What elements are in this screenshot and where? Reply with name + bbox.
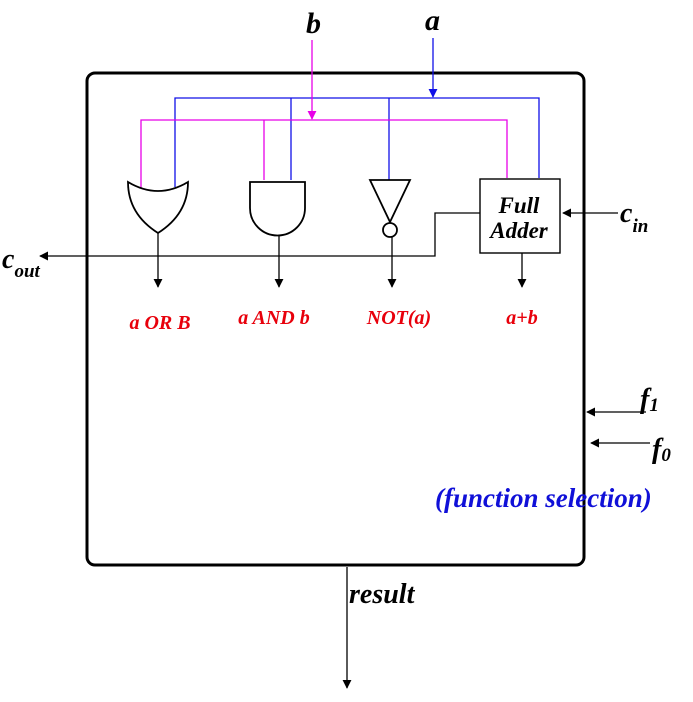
full-adder-label-line2: Adder (488, 218, 549, 243)
full-adder-box (479, 178, 561, 254)
carry-in-label: cin (620, 198, 648, 237)
not-output-label: NOT(a) (366, 307, 431, 329)
carry-out-label: cout (2, 244, 41, 282)
gate-output-arrows (153, 233, 527, 288)
or-gate (127, 180, 189, 235)
and-output-label: a AND b (238, 307, 309, 329)
input-b-label: b (306, 7, 321, 40)
carry-out-wire (39, 212, 480, 261)
b-wire (140, 40, 508, 192)
and-gate (249, 181, 306, 237)
alu-box (85, 71, 586, 567)
input-a-label: a (425, 4, 440, 37)
function-selection-label: (function selection) (435, 483, 652, 513)
full-adder-label-line1: Full (498, 193, 541, 218)
f1-label: f1 (640, 384, 659, 416)
adder-output-label: a+b (506, 307, 537, 329)
or-output-label: a OR B (129, 312, 190, 334)
result-label: result (349, 579, 416, 610)
f0-label: f0 (652, 434, 671, 466)
a-wire (174, 38, 540, 187)
not-gate (368, 179, 412, 238)
